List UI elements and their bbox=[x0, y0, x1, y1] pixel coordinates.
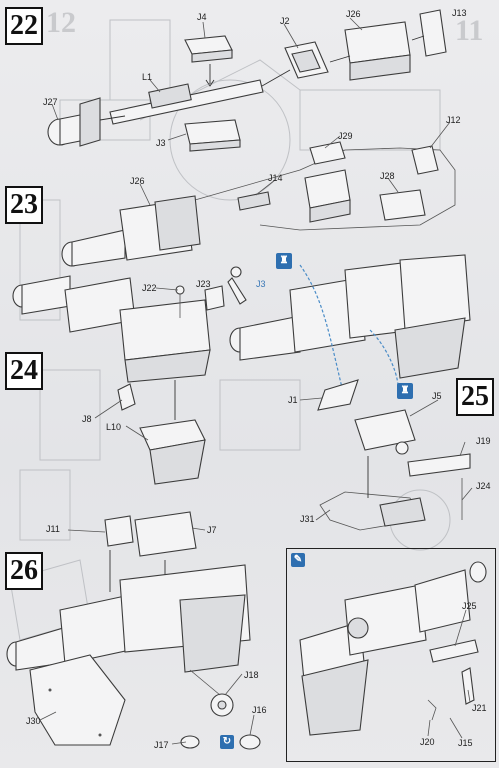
step-24-drawing bbox=[12, 254, 471, 485]
step-22-drawing bbox=[47, 9, 447, 152]
label-j5: J5 bbox=[432, 391, 442, 401]
step-26-number: 26 bbox=[5, 552, 43, 590]
label-j19: J19 bbox=[476, 436, 491, 446]
step-26-drawing bbox=[6, 511, 261, 750]
step-26-detail-inset: ✎ bbox=[286, 548, 496, 762]
step-23-drawing bbox=[61, 141, 456, 267]
label-j15: J15 bbox=[458, 738, 473, 748]
background-ghost-drawing bbox=[9, 19, 451, 641]
label-j28: J28 bbox=[380, 171, 395, 181]
label-j30: J30 bbox=[26, 716, 41, 726]
step-23-number: 23 bbox=[5, 186, 43, 224]
label-j20: J20 bbox=[420, 737, 435, 747]
label-leader-lines bbox=[39, 17, 473, 745]
step-24-number: 24 bbox=[5, 352, 43, 390]
step-25-number: 25 bbox=[456, 378, 494, 416]
label-j29: J29 bbox=[338, 131, 353, 141]
label-j7: J7 bbox=[207, 525, 217, 535]
label-j11: J11 bbox=[46, 524, 60, 534]
label-j4: J4 bbox=[197, 12, 207, 22]
label-j13: J13 bbox=[452, 8, 467, 18]
label-j3-blue: J3 bbox=[256, 279, 266, 289]
ghost-step-number: 12 bbox=[46, 6, 76, 39]
label-j2: J2 bbox=[280, 16, 290, 26]
label-j26: J26 bbox=[130, 176, 145, 186]
optional-icon: ↻ bbox=[220, 735, 234, 749]
label-j1: J1 bbox=[288, 395, 298, 405]
label-j14: J14 bbox=[268, 173, 283, 183]
label-j18: J18 bbox=[244, 670, 259, 680]
label-j16: J16 bbox=[252, 705, 267, 715]
cement-glue-icon: ♜ bbox=[397, 383, 413, 399]
cement-glue-icon: ♜ bbox=[276, 253, 292, 269]
label-j22: J22 bbox=[142, 283, 157, 293]
label-j8: J8 bbox=[82, 414, 92, 424]
label-j3: J3 bbox=[156, 138, 166, 148]
label-l10: L10 bbox=[106, 422, 122, 432]
label-j12: J12 bbox=[446, 115, 461, 125]
step-22-number: 22 bbox=[5, 7, 43, 45]
label-l1: L1 bbox=[142, 72, 153, 82]
step-25-drawing bbox=[317, 379, 471, 531]
ghost-step-number: 11 bbox=[455, 14, 484, 47]
label-j21: J21 bbox=[472, 703, 487, 713]
paint-icon: ✎ bbox=[291, 553, 305, 567]
label-j25: J25 bbox=[462, 601, 477, 611]
label-j31: J31 bbox=[300, 514, 315, 524]
label-j24: J24 bbox=[476, 481, 491, 491]
label-j17: J17 bbox=[154, 740, 169, 750]
step-26-inset-drawing bbox=[299, 561, 487, 736]
label-j23: J23 bbox=[196, 279, 211, 289]
label-j27: J27 bbox=[43, 97, 58, 107]
label-j26: J26 bbox=[346, 9, 361, 19]
